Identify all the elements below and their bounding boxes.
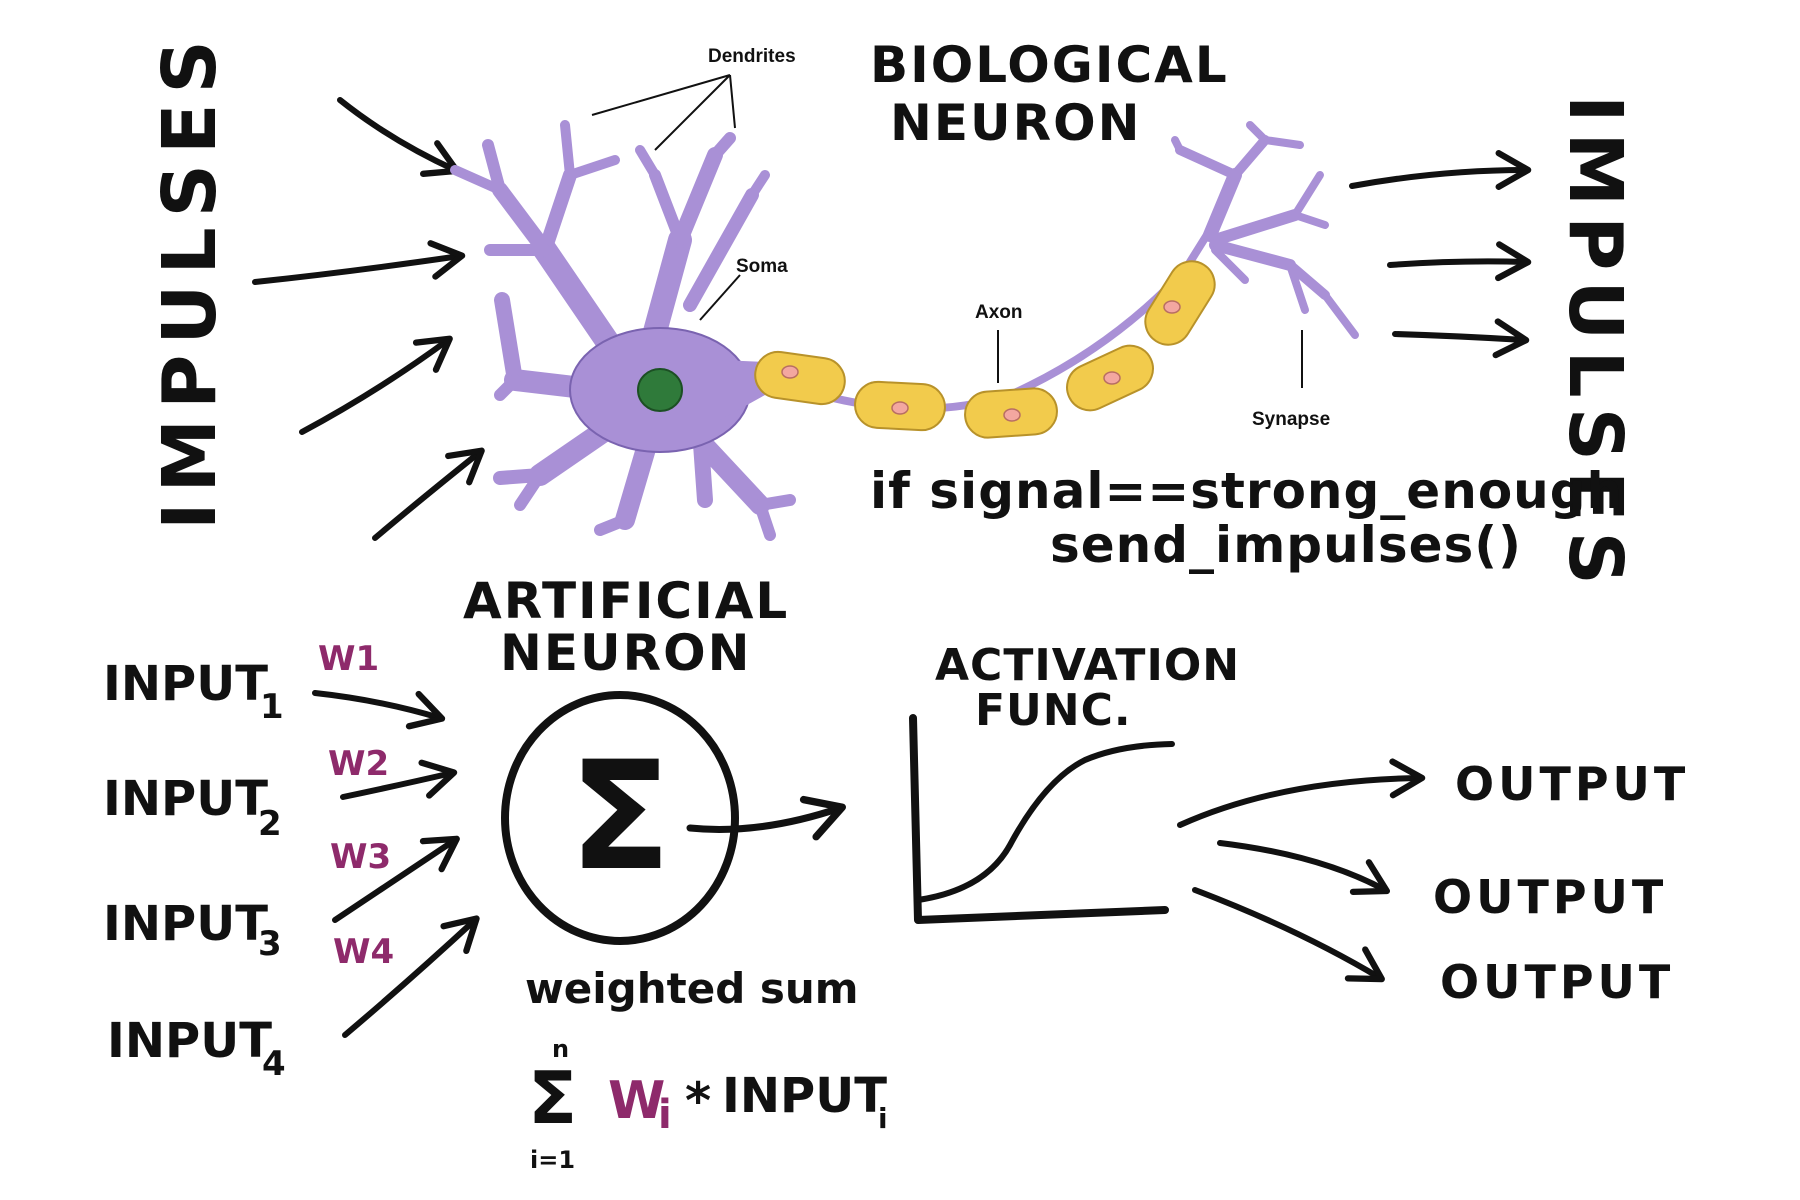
neuron-illustration	[450, 120, 1359, 541]
nucleus	[637, 368, 683, 412]
summation-circle	[501, 691, 739, 945]
input-2-arrow	[340, 759, 458, 800]
dendrites	[450, 120, 796, 541]
impulse-arrow-out-3	[1392, 318, 1530, 359]
output-arrow-3	[1192, 887, 1385, 983]
summation-output-arrow	[686, 795, 846, 841]
schwann-nucleus-5	[1163, 300, 1181, 314]
input-3-label: INPUT	[103, 896, 268, 952]
formula-weight: W	[608, 1071, 665, 1131]
impulse-arrow-out-1	[1349, 150, 1532, 190]
impulse-arrow-in-4	[372, 447, 485, 541]
impulse-arrow-in-3	[299, 335, 453, 435]
output-label-2: OUTPUT	[1433, 870, 1667, 924]
weighted-sum-label: weighted sum	[525, 964, 859, 1013]
output-arrow-1	[1177, 758, 1426, 828]
input-2-subscript: 2	[258, 804, 282, 844]
schwann-nucleus-2	[891, 401, 909, 415]
artificial-title-line2: NEURON	[500, 624, 751, 682]
summation-sigma: Σ	[569, 730, 671, 904]
formula-lower-limit: i=1	[530, 1146, 575, 1174]
input-3-subscript: 3	[258, 924, 282, 964]
input-1-arrow	[312, 690, 446, 730]
summation-node: Σ	[501, 691, 739, 945]
input-1-subscript: 1	[260, 687, 284, 727]
formula-sigma: Σ	[528, 1056, 577, 1140]
artificial-title-line1: ARTIFICIAL	[463, 572, 789, 630]
weight-2: W2	[328, 744, 389, 784]
input-3-arrow	[332, 835, 460, 923]
artificial-section: ARTIFICIAL NEURON INPUT 1 W1 INPUT 2 W2 …	[103, 572, 1689, 1174]
label-pointers	[591, 74, 1303, 388]
code-line-1: if signal==strong_enough	[870, 462, 1623, 520]
biological-title-line1: BIOLOGICAL	[870, 36, 1229, 94]
impulse-arrow-out-2	[1387, 241, 1532, 282]
output-label-1: OUTPUT	[1455, 757, 1689, 811]
formula-weight-subscript: i	[658, 1092, 672, 1138]
soma-pointer	[699, 274, 741, 321]
impulses-left-label: IMPULSES	[147, 30, 233, 530]
biological-section: BIOLOGICAL NEURON IMPULSES IMPULSES	[147, 30, 1638, 595]
input-3: INPUT 3 W3	[103, 835, 460, 964]
code-line-2: send_impulses()	[1050, 516, 1522, 574]
axon-label: Axon	[975, 302, 1023, 323]
formula-times: *	[685, 1072, 711, 1130]
weighted-sum-formula: n Σ i=1 W i * INPUT i	[528, 1035, 888, 1174]
input-4: INPUT 4 W4	[107, 915, 480, 1084]
formula-upper-limit: n	[552, 1035, 569, 1063]
impulses-right-label: IMPULSES	[1552, 95, 1638, 595]
myelin-sheath-1	[754, 350, 846, 406]
impulse-arrow-in-2	[252, 240, 466, 285]
axon-hillock	[720, 360, 765, 420]
synapse-label: Synapse	[1252, 409, 1330, 430]
input-4-arrow	[342, 915, 480, 1038]
soma-label: Soma	[736, 256, 788, 277]
outgoing-impulse-arrows	[1349, 150, 1532, 359]
axon-terminals	[1171, 121, 1359, 339]
schwann-nucleus-3	[1003, 408, 1021, 422]
myelin-sheath-5	[1144, 260, 1216, 346]
incoming-impulse-arrows	[252, 97, 485, 541]
schwann-nucleus-4	[1103, 371, 1121, 385]
output-label-3: OUTPUT	[1440, 955, 1674, 1009]
input-1-label: INPUT	[103, 656, 268, 712]
impulse-arrow-in-1	[337, 97, 461, 177]
input-2-label: INPUT	[103, 771, 268, 827]
myelin-sheaths	[754, 260, 1216, 439]
input-4-label: INPUT	[107, 1013, 272, 1069]
activation-plot	[909, 714, 1175, 924]
activation-sigmoid-curve	[915, 741, 1175, 903]
formula-input: INPUT	[722, 1068, 887, 1124]
schwann-nucleus-1	[781, 365, 799, 379]
dendrites-pointer	[591, 74, 736, 151]
activation-axes	[909, 714, 1169, 924]
activation-title-line2: FUNC.	[975, 685, 1132, 736]
weight-3: W3	[330, 837, 391, 877]
output-arrow-2	[1217, 840, 1390, 896]
outputs: OUTPUT OUTPUT OUTPUT	[1177, 757, 1689, 1009]
weight-1: W1	[318, 639, 379, 679]
input-1: INPUT 1 W1	[103, 639, 446, 730]
activation-title-line1: ACTIVATION	[935, 640, 1240, 691]
formula-input-subscript: i	[878, 1102, 888, 1135]
weight-4: W4	[333, 932, 394, 972]
dendrites-label: Dendrites	[708, 46, 796, 67]
input-4-subscript: 4	[262, 1044, 286, 1084]
biological-title-line2: NEURON	[890, 94, 1141, 152]
input-2: INPUT 2 W2	[103, 744, 458, 844]
